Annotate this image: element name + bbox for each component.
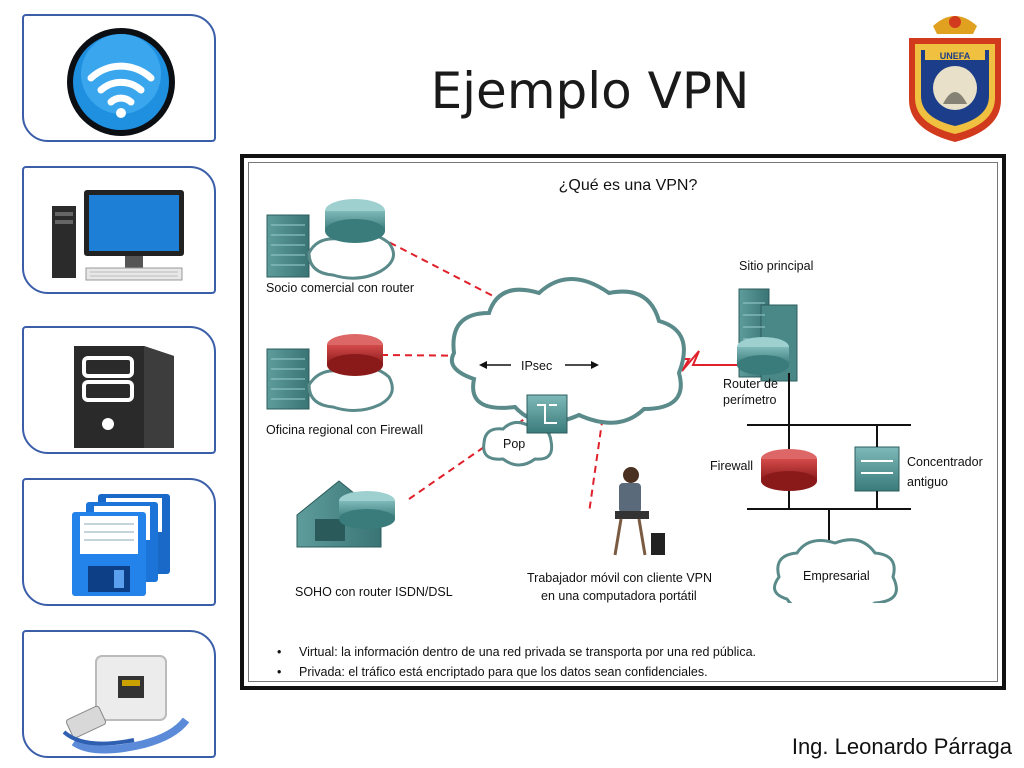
label-enterprise: Empresarial: [803, 569, 870, 583]
label-firewall: Firewall: [710, 459, 754, 473]
label-legacy-concentrator-2: antiguo: [907, 475, 949, 489]
desktop-computer-icon: [52, 190, 184, 281]
diagram-title: ¿Qué es una VPN?: [558, 177, 698, 194]
svg-text:UNEFA: UNEFA: [940, 51, 971, 61]
author-credit: Ing. Leonardo Párraga: [791, 734, 1012, 759]
slide-title: Ejemplo VPN: [430, 62, 750, 120]
legacy-concentrator: [854, 446, 900, 492]
ethernet-port-icon: [62, 655, 190, 754]
partner-router: [325, 219, 385, 243]
label-ipsec: IPsec: [521, 359, 553, 373]
label-regional-office: Oficina regional con Firewall: [266, 423, 424, 437]
enterprise-cloud: [773, 538, 898, 603]
university-logo: UNEFA: [909, 16, 1001, 142]
sidebar-card-wifi[interactable]: [22, 14, 216, 142]
diagram-graphics: [266, 199, 911, 603]
bullet-private: •Privada: el tráfico está encriptado par…: [277, 665, 708, 679]
label-business-partner: Socio comercial con router: [266, 281, 414, 295]
wifi-icon: [67, 28, 175, 136]
vpn-diagram: ¿Qué es una VPN?: [240, 154, 1006, 690]
internet-cloud: [449, 277, 686, 425]
label-pop: Pop: [503, 437, 526, 451]
server-tower-icon: [74, 346, 174, 448]
sidebar-card-server[interactable]: [22, 326, 216, 454]
sidebar-card-desktop[interactable]: [22, 166, 216, 294]
partner-building: [266, 214, 310, 278]
label-soho: SOHO con router ISDN/DSL: [295, 585, 453, 599]
label-mobile-worker-2: en una computadora portátil: [541, 589, 697, 603]
label-perimeter-router-1: Router de: [723, 377, 778, 391]
mobile-worker: [613, 467, 665, 556]
label-mobile-worker-1: Trabajador móvil con cliente VPN: [527, 571, 713, 585]
sidebar-card-ethernet[interactable]: [22, 630, 216, 758]
regional-firewall: [327, 354, 383, 376]
perimeter-router: [737, 355, 789, 375]
sidebar-card-floppy[interactable]: [22, 478, 216, 606]
label-main-site: Sitio principal: [739, 259, 814, 273]
pop-switch: [526, 394, 568, 434]
main-firewall: [761, 471, 817, 491]
label-legacy-concentrator-1: Concentrador: [907, 455, 983, 469]
label-perimeter-router-2: perímetro: [723, 393, 777, 407]
bullet-virtual: •Virtual: la información dentro de una r…: [277, 645, 756, 659]
soho-router: [339, 509, 395, 529]
floppy-disks-icon: [72, 494, 170, 596]
